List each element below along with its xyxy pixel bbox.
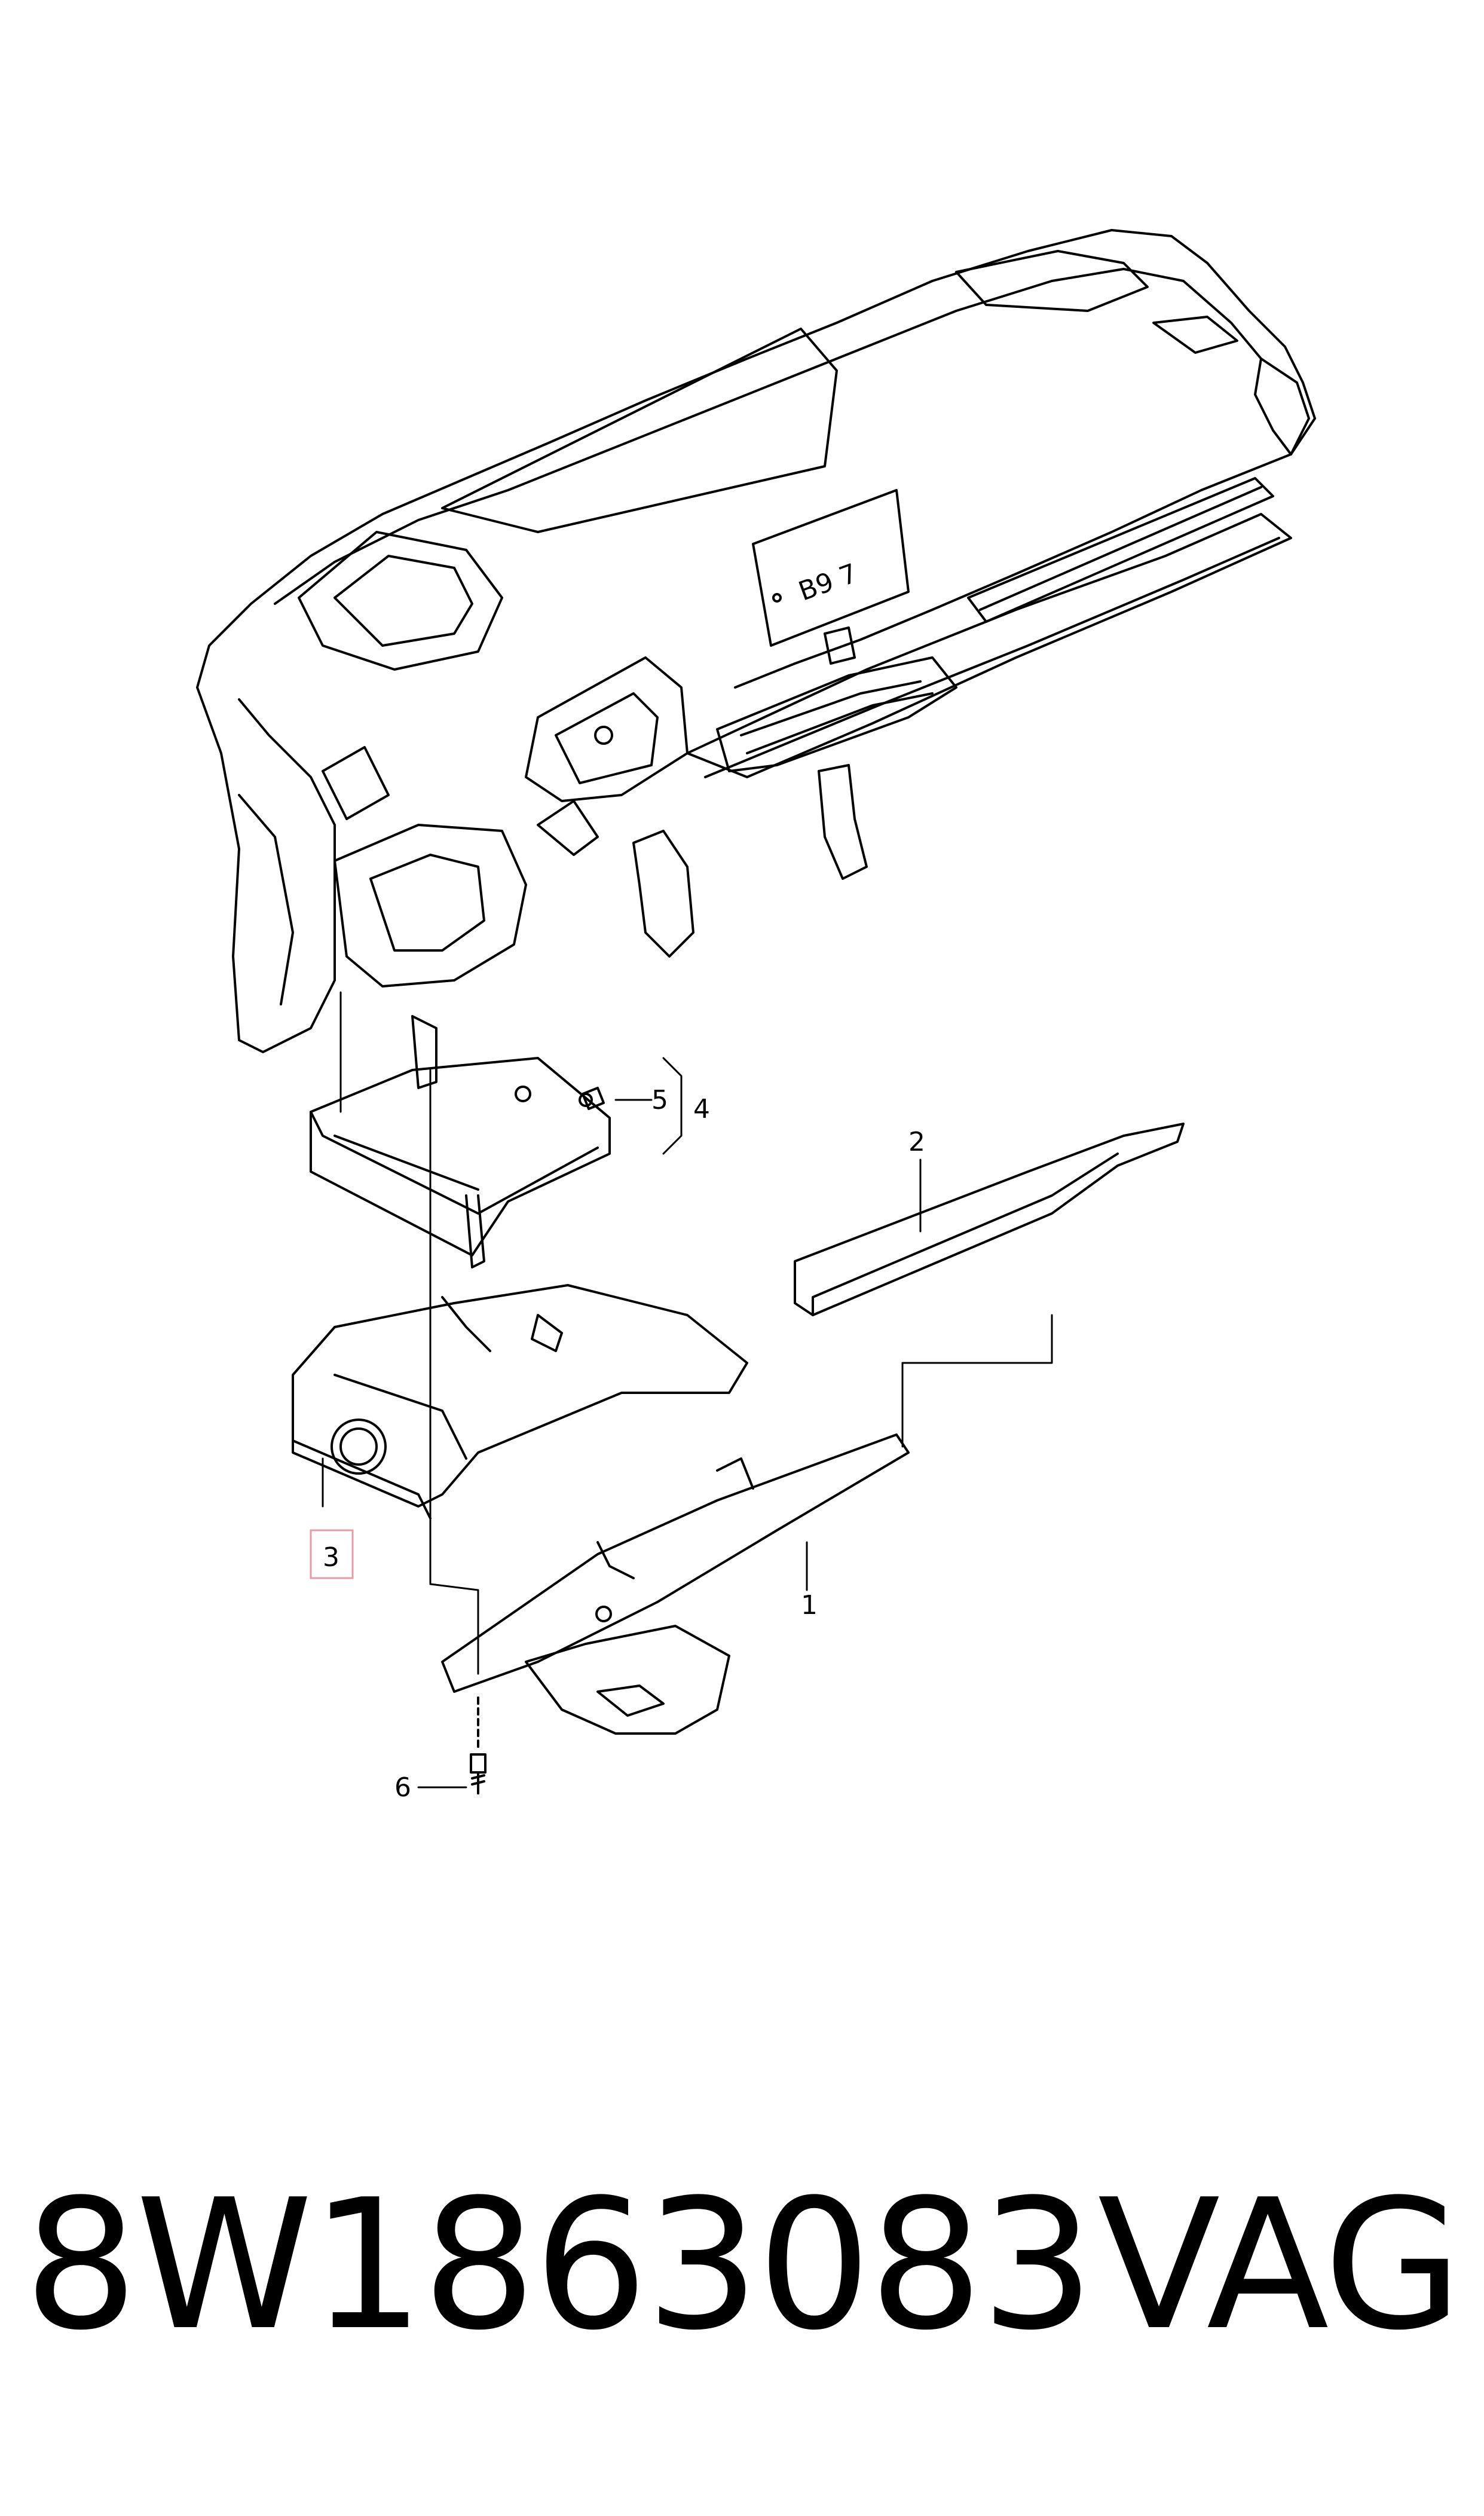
mmi-display [752, 489, 910, 647]
callout-3: 3 [323, 1542, 339, 1573]
assembly-lines [322, 991, 1053, 1789]
part-5-clip-drawing [582, 1087, 605, 1110]
part-3-bracket-drawing [292, 1284, 748, 1520]
exploded-parts-diagram: B9 7 1 2 3 4 5 6 [196, 229, 1316, 1803]
footer: 8W1863083 VAG [24, 2140, 1462, 2391]
part-2-trim-drawing [794, 1123, 1185, 1316]
part-4-bracket-drawing [310, 1015, 611, 1268]
part-1-glovebox-drawing [441, 1433, 910, 1735]
callout-5: 5 [651, 1085, 668, 1115]
callout-2: 2 [908, 1127, 925, 1157]
part-6-screw-drawing [470, 1696, 486, 1794]
part-number: 8W1863083 [24, 2161, 1095, 2370]
callout-3-highlight [310, 1529, 354, 1579]
mmi-display-text: B9 7 [795, 558, 862, 607]
callout-4: 4 [693, 1094, 710, 1124]
brand-label: VAG [1097, 2161, 1462, 2370]
callout-6: 6 [394, 1772, 411, 1803]
dashboard-drawing [196, 229, 1316, 1053]
callout-1: 1 [801, 1590, 818, 1621]
